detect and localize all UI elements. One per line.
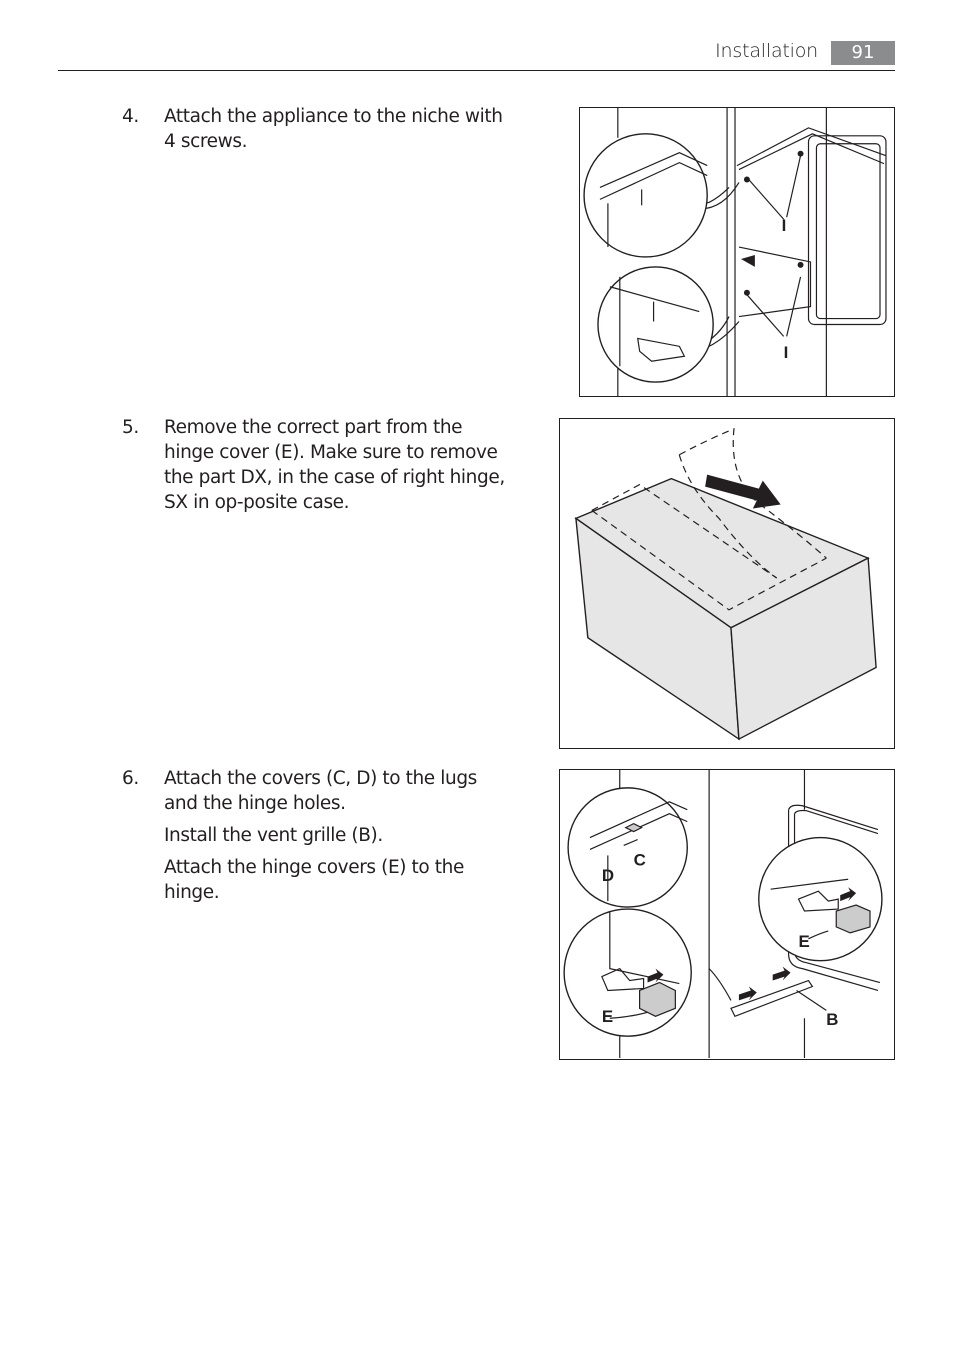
figure-attach-screws: I I [579, 107, 895, 397]
step-text: Install the vent grille (B). [164, 825, 383, 846]
step-4: 4. Attach the appliance to the niche wit… [122, 104, 512, 154]
covers-grille-illustration: C D E E B [563, 770, 883, 1059]
figure-covers-grille: C D E E B [559, 769, 895, 1060]
step-number: 6. [122, 768, 139, 789]
hinge-cover-illustration [574, 428, 877, 741]
callout-i-lower: I [784, 343, 789, 362]
callout-b: B [826, 1010, 838, 1029]
callout-d: D [602, 866, 614, 885]
step-text: Attach the appliance to the niche with 4… [164, 106, 503, 152]
screw-installation-illustration: I I [583, 108, 887, 396]
step-text: Remove the correct part from the hinge c… [164, 417, 505, 513]
callout-i-upper: I [782, 216, 787, 235]
step-number: 5. [122, 417, 139, 438]
section-title: Installation [715, 40, 818, 62]
step-5: 5. Remove the correct part from the hing… [122, 415, 512, 515]
page-number: 91 [831, 41, 895, 65]
step-text: Attach the covers (C, D) to the lugs and… [164, 768, 477, 814]
step-text: Attach the hinge covers (E) to the hinge… [164, 857, 464, 903]
figure-hinge-cover [559, 418, 895, 749]
step-number: 4. [122, 106, 139, 127]
header-rule [58, 70, 895, 71]
callout-c: C [634, 850, 646, 869]
step-6: 6. Attach the covers (C, D) to the lugs … [122, 766, 512, 905]
callout-e-left: E [602, 1007, 613, 1026]
callout-e-right: E [799, 932, 810, 951]
